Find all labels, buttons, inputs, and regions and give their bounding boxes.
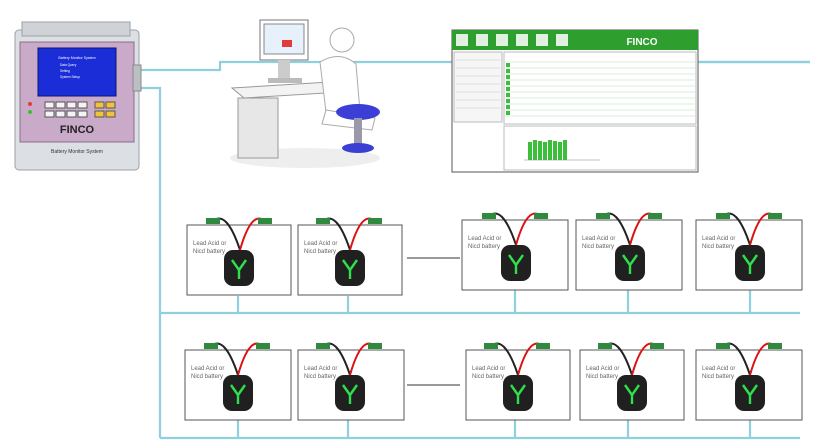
battery-10-label-line1: Lead Acid or — [702, 366, 735, 372]
battery-8-label-line2: Nicd battery — [472, 374, 504, 380]
software-side-panel — [453, 51, 503, 123]
screen-menu-3: System Setup — [60, 75, 80, 79]
screen-menu-2: Setting — [60, 69, 70, 73]
battery-10-label-line2: Nicd battery — [702, 374, 734, 380]
software-window: FINCO — [451, 29, 699, 173]
battery-8-label-line1: Lead Acid or — [472, 366, 505, 372]
battery-6-label-line1: Lead Acid or — [191, 366, 224, 372]
battery-4-label-line1: Lead Acid or — [582, 236, 615, 242]
battery-9-label-line2: Nicd battery — [586, 374, 618, 380]
battery-1-label-line1: Lead Acid or — [193, 241, 226, 247]
pc-workstation — [230, 19, 380, 168]
operator-head — [329, 27, 355, 53]
pc-tower — [237, 97, 279, 159]
controller-ports — [132, 64, 142, 92]
battery-4-label-line2: Nicd battery — [582, 244, 614, 250]
battery-6-label-line2: Nicd battery — [191, 374, 223, 380]
battery-row-2: Lead Acid or Nicd battery Lead Acid or N… — [184, 342, 803, 421]
operator-chair — [336, 104, 380, 120]
controller-brand: FINCO — [60, 124, 95, 136]
controller-unit: Battery Monitor System Data Query Settin… — [14, 21, 142, 171]
battery-2-label-line2: Nicd battery — [304, 249, 336, 255]
software-brand: FINCO — [626, 37, 657, 48]
battery-3-label-line1: Lead Acid or — [468, 236, 501, 242]
battery-5-label-line2: Nicd battery — [702, 244, 734, 250]
controller-screen — [37, 47, 117, 97]
battery-3-label-line2: Nicd battery — [468, 244, 500, 250]
battery-row-1: Lead Acid or Nicd battery Lead Acid or N… — [186, 212, 803, 296]
battery-2-label-line1: Lead Acid or — [304, 241, 337, 247]
battery-1-label-line2: Nicd battery — [193, 249, 225, 255]
controller-keypad — [28, 101, 116, 118]
screen-menu-1: Data Query — [60, 63, 77, 67]
battery-5-label-line1: Lead Acid or — [702, 236, 735, 242]
wire-main-bus — [140, 86, 162, 438]
software-data-table — [503, 51, 697, 125]
software-bar-chart — [503, 125, 697, 171]
controller-subtitle: Battery Monitor System — [51, 149, 103, 155]
screen-title: Battery Monitor System — [58, 56, 95, 60]
battery-9-label-line1: Lead Acid or — [586, 366, 619, 372]
software-toolbar — [452, 30, 698, 50]
battery-7-label-line2: Nicd battery — [304, 374, 336, 380]
battery-7-label-line1: Lead Acid or — [304, 366, 337, 372]
